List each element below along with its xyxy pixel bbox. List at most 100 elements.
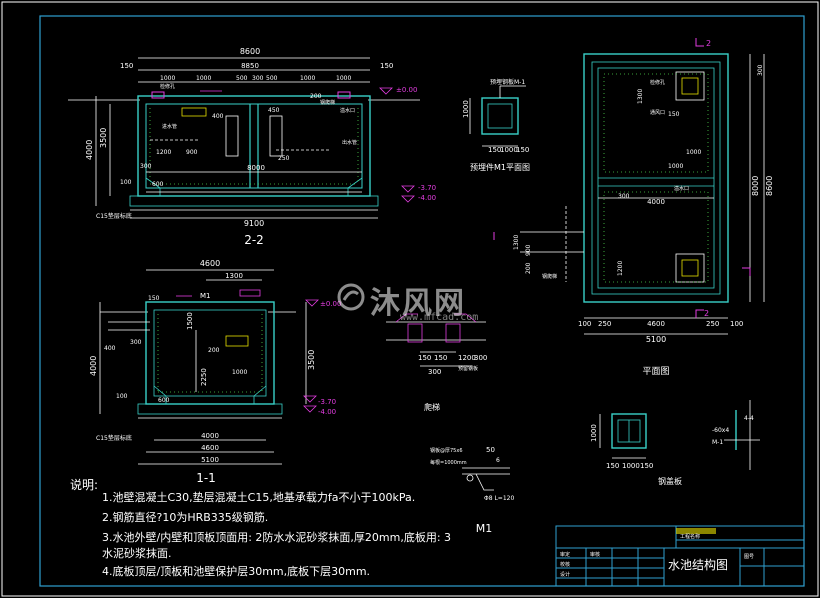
dim-bottom: 4000	[201, 432, 219, 440]
dim-1300: 1300	[225, 272, 243, 280]
m1-dim: 150	[516, 146, 529, 154]
dim-bottom: 5100	[201, 456, 219, 464]
plan-dim: 250	[706, 320, 719, 328]
title-highlight	[676, 528, 716, 534]
plan-dim: 100	[578, 320, 591, 328]
caption-ladder: 爬梯	[424, 402, 440, 412]
tb-cell: 图号	[744, 554, 754, 560]
m1-dim: 50	[486, 446, 495, 454]
drawing-title: 水池结构图	[668, 558, 729, 572]
section-1-1	[99, 269, 307, 465]
dim-height: 4000	[85, 140, 94, 160]
dim-4600: 4600	[200, 259, 220, 268]
ladder-label: 预留钢板	[458, 365, 478, 372]
base-note: C15垫层标底	[96, 434, 132, 442]
plan-small: 1200	[617, 261, 624, 276]
dim-8850: 8850	[241, 62, 259, 70]
m1-bar: Φ8 L=120	[484, 495, 514, 502]
dim-edge: 150	[380, 62, 393, 70]
ladder-detail	[386, 313, 486, 367]
tb-cell: 审定	[560, 551, 570, 558]
label: 检修孔	[160, 83, 175, 90]
plan-dim: 250	[598, 320, 611, 328]
small-dim: 400	[104, 345, 116, 352]
manhole-marker	[337, 91, 351, 99]
dim-9100: 9100	[244, 219, 264, 228]
plan-total: 5100	[646, 335, 666, 344]
level-top: ±0.00	[320, 300, 341, 308]
caption-plan: 平面图	[642, 366, 669, 377]
plan-side: 200	[525, 262, 532, 274]
m1-plan-label: 预埋钢板M-1	[490, 78, 525, 86]
base-note: C15垫层标底	[96, 212, 132, 220]
m1-plan	[469, 85, 526, 147]
small-dim: 200	[208, 347, 220, 354]
section-2-2	[68, 57, 420, 219]
dim-height: 3500	[99, 128, 108, 148]
tb-cell: 设计	[560, 571, 570, 578]
dim-height: 4000	[89, 356, 98, 376]
plan-section-marks	[493, 38, 751, 318]
small-dim: 450	[268, 107, 280, 114]
plan-mark: 2	[704, 309, 709, 318]
cover-dim: 150	[606, 462, 619, 470]
note-line: 4.底板顶层/顶板和池壁保护层30mm,底板下层30mm.	[102, 565, 371, 578]
dim-top-row: 300	[252, 75, 264, 82]
caption-cover: 钢盖板	[658, 476, 682, 486]
caption-1-1: 1-1	[196, 471, 216, 485]
m1-dim: 150	[488, 146, 501, 154]
small-dim: 600	[158, 397, 170, 404]
label: 出水管	[342, 139, 357, 146]
cover-dim: 1000	[622, 462, 640, 470]
plan-dim: 4600	[647, 320, 665, 328]
plan-side: 900	[525, 244, 532, 256]
level-markers-2-2	[200, 87, 415, 203]
plan-h: 8600	[765, 176, 774, 196]
note-line: 2.钢筋直径?10为HRB335级钢筋.	[102, 511, 269, 524]
plan-label: 溢水口	[674, 185, 689, 192]
dim-top-row: 500	[266, 75, 278, 82]
small-dim: 1200	[156, 149, 171, 156]
dim-height: 2250	[200, 368, 208, 386]
watermark-text: 沐风网	[370, 286, 466, 321]
dim-8000: 8000	[247, 164, 265, 172]
caption-2-2: 2-2	[244, 233, 264, 247]
dim-top-row: 1000	[336, 75, 351, 82]
level-bot2: -4.00	[318, 408, 336, 416]
level-bot1: -3.70	[418, 184, 436, 192]
text-layer: 8600 8850 150 150 1000 1000 500 300 500 …	[85, 39, 774, 578]
ladder-dim: 300	[474, 354, 487, 362]
m1-dim: 6	[496, 457, 500, 464]
plan-label: 通风口	[650, 109, 665, 116]
ladder-dim: 300	[428, 368, 441, 376]
dim-edge: 150	[120, 62, 133, 70]
small-dim: 100	[116, 393, 128, 400]
level-top: ±0.00	[396, 86, 417, 94]
cover-plate	[599, 400, 760, 470]
cover-label: 4-4	[744, 415, 754, 422]
dim-height: 3500	[307, 350, 316, 370]
small-dim: 300	[140, 163, 152, 170]
ladder-dim: 150	[418, 354, 431, 362]
watermark-logo-icon	[337, 283, 365, 311]
plan-small: 1000	[686, 149, 701, 156]
dim-height: 1500	[186, 312, 194, 330]
plan-small: 300	[618, 193, 630, 200]
small-dim: 600	[152, 181, 164, 188]
plan-h: 8000	[751, 176, 760, 196]
m1-detail	[462, 467, 510, 491]
plan-small: 150	[668, 111, 680, 118]
tb-cell: 审核	[590, 551, 600, 558]
caption-m1: M1	[476, 522, 493, 535]
level-bot1: -3.70	[318, 398, 336, 406]
dim-top-row: 1000	[160, 75, 175, 82]
cover-dim: 1000	[590, 424, 598, 442]
plan-mark: 2	[706, 39, 711, 48]
level-markers-1-1	[176, 295, 319, 413]
label: 溢水口	[340, 107, 355, 114]
note-line: 水泥砂浆抹面.	[102, 547, 172, 560]
label: 进水管	[162, 123, 177, 130]
small-dim: 1000	[232, 369, 247, 376]
